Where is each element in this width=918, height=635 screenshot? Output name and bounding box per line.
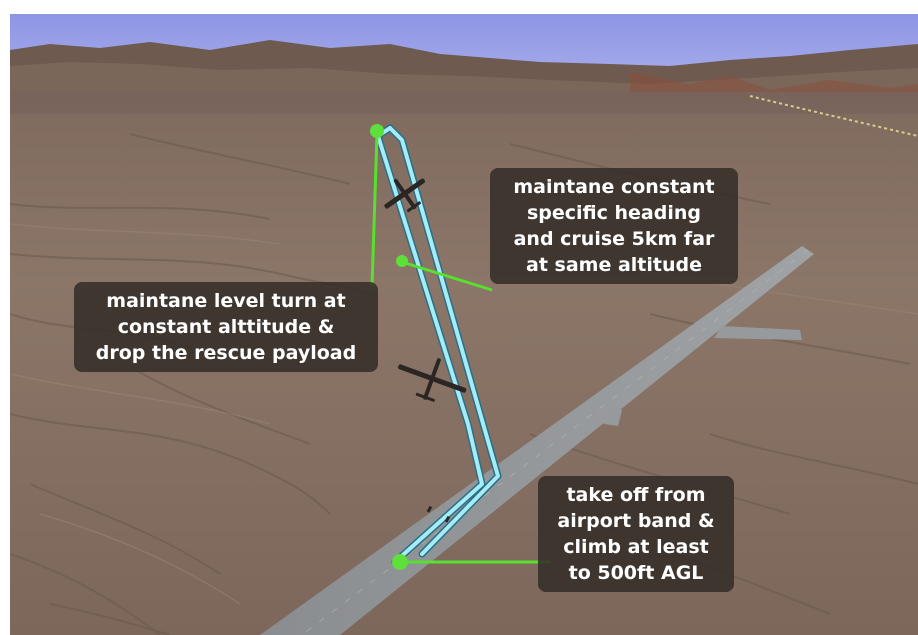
waypoint-takeoff (392, 554, 408, 570)
aircraft-icon (398, 358, 467, 402)
annotation-text: at same altitude (526, 254, 702, 276)
annotation-turn: maintane level turn at constant alttitud… (74, 282, 378, 372)
annotation-text: airport band & (557, 510, 715, 532)
runway (260, 246, 814, 635)
annotation-text: maintane level turn at (106, 290, 346, 312)
annotation-text: specific heading (526, 202, 701, 224)
annotation-text: maintane constant (513, 176, 715, 198)
map-scene[interactable]: maintane constant specific heading and c… (10, 14, 918, 635)
waypoint-cruise (396, 255, 408, 267)
annotation-text: constant alttitude & (117, 316, 335, 338)
annotation-cruise: maintane constant specific heading and c… (490, 168, 738, 284)
annotation-text: and cruise 5km far (513, 228, 715, 250)
waypoint-turn (370, 124, 384, 138)
annotation-text: to 500ft AGL (568, 562, 704, 584)
annotation-text: take off from (566, 484, 706, 506)
annotation-takeoff: take off from airport band & climb at le… (538, 476, 734, 592)
taxiway (714, 326, 802, 340)
flight-path (374, 124, 502, 566)
aircraft-icon (384, 178, 426, 213)
annotation-text: climb at least (563, 536, 709, 558)
annotation-text: drop the rescue payload (95, 342, 357, 364)
leader-lines (370, 133, 550, 564)
